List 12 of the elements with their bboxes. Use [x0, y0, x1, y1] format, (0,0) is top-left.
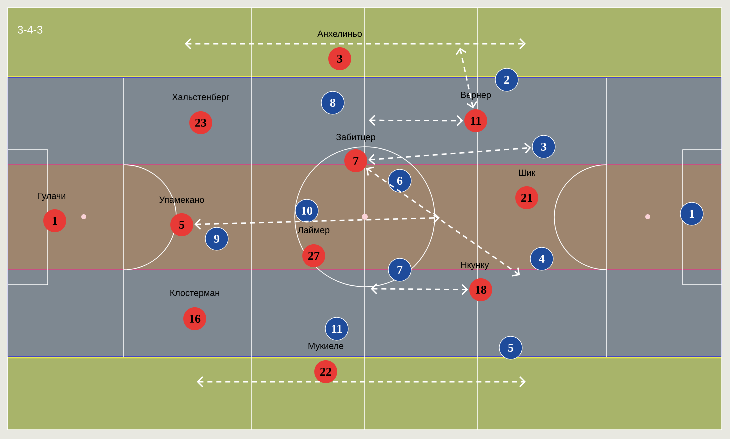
player-name: Клостерман [170, 290, 220, 298]
player-name: Шик [519, 170, 536, 176]
movement-arrow [366, 166, 520, 277]
movement-arrow [371, 284, 468, 296]
player-name: Лаймер [298, 226, 330, 236]
formation-label: 3-4-3 [18, 26, 43, 34]
player-name: Хальстенберг [172, 94, 230, 102]
movement-arrow [194, 212, 440, 230]
movement-arrow [368, 142, 532, 166]
player-name: Мукиеле [308, 342, 344, 351]
movement-arrow [369, 115, 464, 126]
player-name: Анхелиньо [318, 30, 362, 38]
